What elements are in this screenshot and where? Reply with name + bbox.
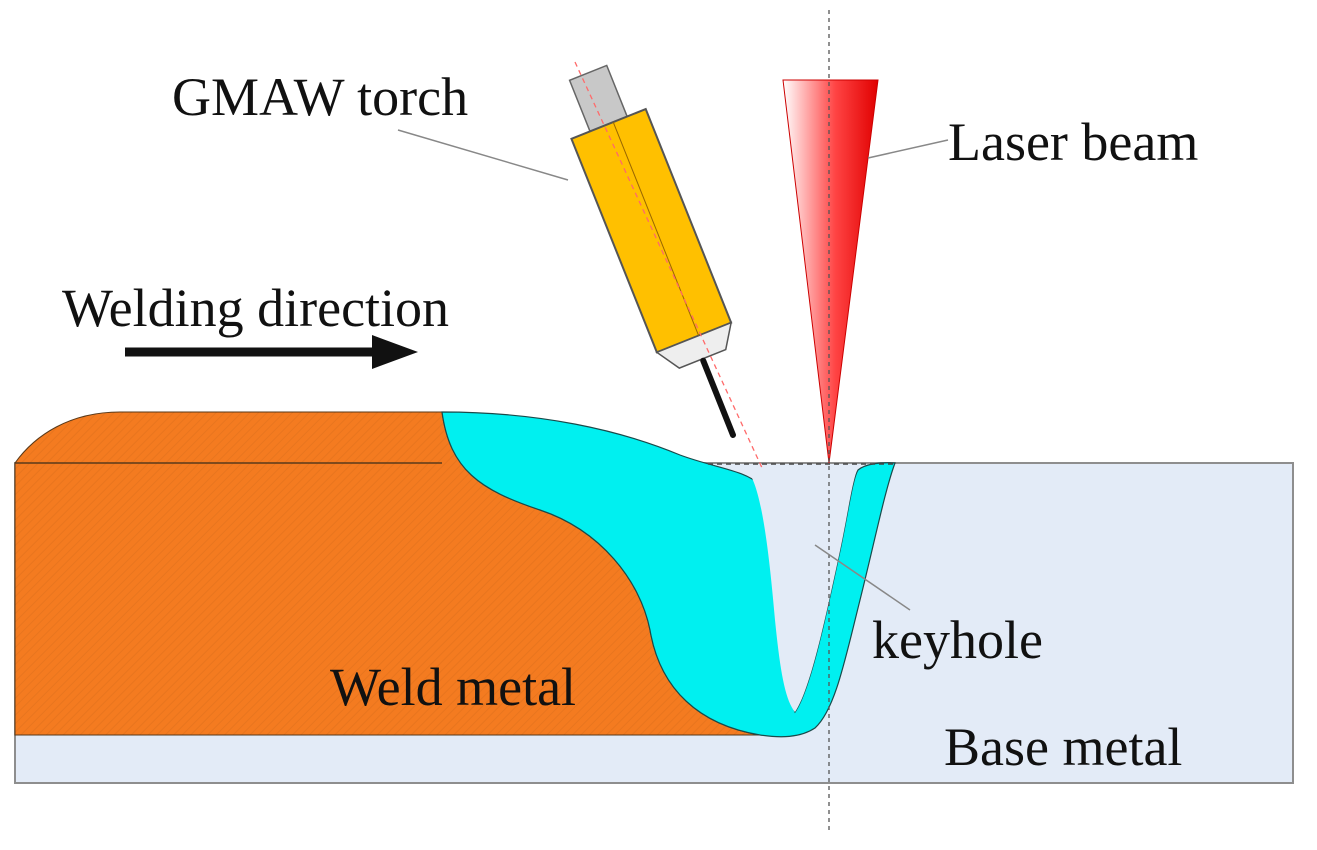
gmaw-torch-label: GMAW torch: [172, 67, 469, 127]
laser-beam-cone: [782, 79, 879, 464]
keyhole-label: keyhole: [872, 610, 1043, 670]
base-metal-label: Base metal: [944, 717, 1183, 777]
arrow-right-icon: [125, 335, 418, 369]
weld-metal-label: Weld metal: [330, 657, 577, 717]
gmaw-torch: [568, 64, 736, 438]
laser-beam-label: Laser beam: [948, 112, 1199, 172]
torch-axis-line: [574, 61, 764, 471]
filler-wire: [700, 357, 736, 438]
laser-leader-line: [867, 139, 949, 159]
weld-metal-hatch: [15, 412, 760, 735]
keyhole-cavity: [745, 464, 858, 712]
torch-nozzle: [655, 321, 733, 369]
welding-direction-label: Welding direction: [62, 278, 450, 338]
torch-leader-line: [397, 129, 569, 181]
keyhole-leader-line: [814, 544, 911, 611]
torch-body: [570, 107, 733, 354]
